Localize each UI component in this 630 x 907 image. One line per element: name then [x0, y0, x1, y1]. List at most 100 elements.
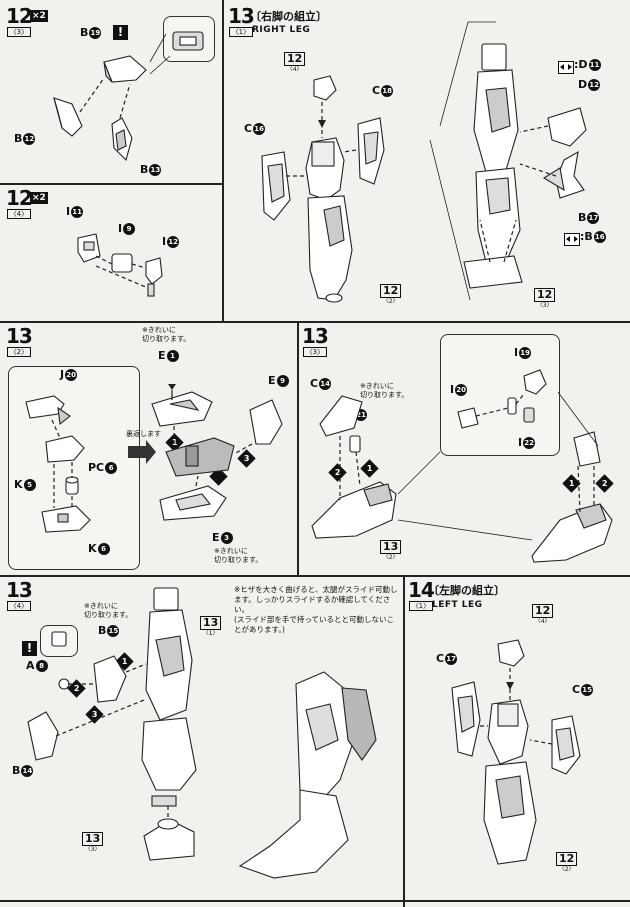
- switch-part-icon: [558, 61, 574, 74]
- divider-top-vertical: [222, 0, 224, 322]
- section-title-jp: 〔左脚の組立〕: [428, 584, 505, 597]
- subassembly-inset: [440, 334, 560, 456]
- part-number: 5: [23, 479, 36, 491]
- ref-step-12-2: 12 〈2〉: [556, 852, 578, 873]
- section-title-en: RIGHT LEG: [252, 25, 311, 35]
- note-cut-cleanly-2: ※きれいに 切り取ります。: [214, 547, 263, 564]
- step-13-3-number: 13 〈3〉: [302, 324, 329, 357]
- part-number: 14: [21, 765, 34, 777]
- part-number: 6: [105, 462, 118, 474]
- step-sub: 〈3〉: [6, 27, 32, 37]
- section-title-jp: 〔右脚の組立〕: [250, 10, 327, 23]
- part-number: 13: [149, 164, 162, 176]
- part-number: 3: [220, 532, 233, 544]
- ref-step-13-3: 13 〈3〉: [82, 832, 104, 853]
- step-12-3-number: 12 〈3〉: [6, 4, 33, 37]
- part-number: 22: [523, 437, 536, 449]
- divider-row1-row2: [0, 321, 630, 323]
- part-number: 19: [89, 27, 102, 39]
- knee-slide-note: ※ヒザを大きく曲げると、太腿がスライド可動します。しっかりスライドするか確認して…: [234, 585, 398, 634]
- step-14-1-number: 14 〈1〉: [408, 578, 435, 611]
- step-number: 14: [408, 578, 435, 602]
- switch-part-icon: [564, 233, 580, 246]
- step-number: 12: [6, 4, 33, 28]
- caution-icon: !: [113, 25, 128, 40]
- caution-icon: !: [22, 641, 37, 656]
- note-cut-cleanly: ※きれいに 切り取ります。: [360, 382, 409, 399]
- ref-step-12-3: 12 〈3〉: [534, 288, 556, 309]
- step-number: 12: [6, 186, 33, 210]
- part-number: 20: [455, 384, 468, 396]
- part-number: 15: [107, 625, 120, 637]
- ref-step-13-1: 13 〈1〉: [200, 616, 222, 637]
- step-sub: 〈3〉: [302, 347, 328, 357]
- note-cut-cleanly: ※きれいに 切り取ります。: [142, 326, 191, 343]
- part-number: 12: [588, 79, 601, 91]
- part-number: 6: [97, 543, 110, 555]
- multiplier-badge: ×2: [30, 10, 48, 22]
- step-sub: 〈1〉: [408, 601, 434, 611]
- part-number: 9: [123, 223, 136, 235]
- part-number: 1: [166, 350, 179, 362]
- step-13-1-number: 13 〈1〉: [228, 4, 255, 37]
- step-number: 13: [228, 4, 255, 28]
- part-number: 11: [588, 59, 601, 71]
- part-number: 20: [65, 369, 78, 381]
- step-sub: 〈2〉: [6, 347, 32, 357]
- part-number: 11: [71, 206, 84, 218]
- step-number: 13: [6, 578, 33, 602]
- part-number: 15: [581, 684, 594, 696]
- part-number: 18: [381, 85, 394, 97]
- part-number: 12: [23, 133, 36, 145]
- multiplier-badge: ×2: [30, 192, 48, 204]
- step-sub: 〈1〉: [228, 27, 254, 37]
- ref-step-13-2: 13 〈2〉: [380, 540, 402, 561]
- step-12-4-number: 12 〈4〉: [6, 186, 33, 219]
- step-number: 13: [6, 324, 33, 348]
- step-13-2-number: 13 〈2〉: [6, 324, 33, 357]
- step-sub: 〈4〉: [6, 601, 32, 611]
- part-number: 17: [445, 653, 458, 665]
- step-number: 13: [302, 324, 329, 348]
- part-number: 17: [587, 212, 600, 224]
- part-number: 19: [519, 347, 532, 359]
- ref-step-12-4: 12 〈4〉: [284, 52, 306, 73]
- divider-row2-row3: [0, 575, 630, 577]
- section-title-en: LEFT LEG: [432, 600, 483, 610]
- divider-bottom: [0, 900, 630, 902]
- part-number: 14: [319, 378, 332, 390]
- divider-13-2-13-3: [297, 321, 299, 576]
- ref-step-12-4: 12 〈4〉: [532, 604, 554, 625]
- ref-step-12-2: 12 〈2〉: [380, 284, 402, 305]
